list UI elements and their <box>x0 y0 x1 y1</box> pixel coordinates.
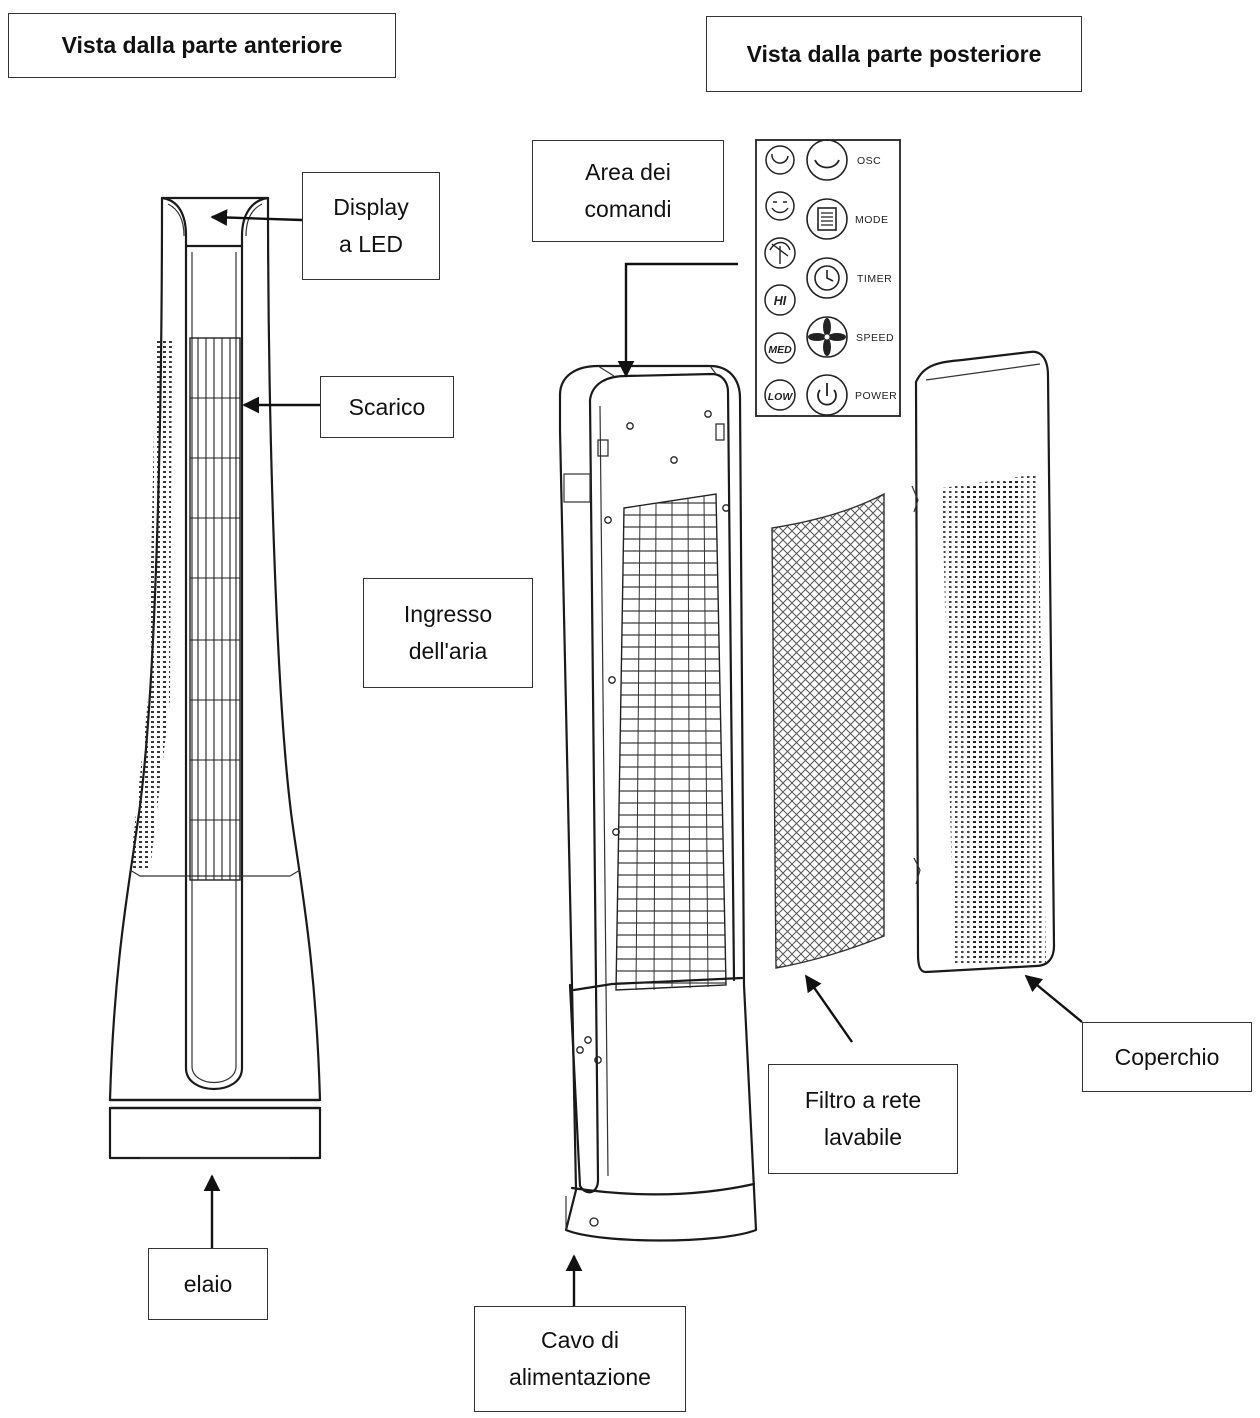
cover-panel <box>911 350 1056 974</box>
label-base: elaio <box>148 1248 268 1320</box>
front-outlet-slot <box>184 244 244 1090</box>
label-text: Area dei <box>585 159 671 186</box>
label-text: Coperchio <box>1114 1043 1220 1070</box>
ctl-label-osc: OSC <box>857 155 881 167</box>
front-fan-body <box>108 196 322 1102</box>
label-text: Cavo di <box>541 1327 619 1354</box>
label-cover: Coperchio <box>1082 1022 1252 1092</box>
sleep-mode-icon <box>765 191 795 221</box>
label-text: elaio <box>183 1270 233 1297</box>
mesh-filter <box>771 492 885 969</box>
arrow-display <box>210 209 303 226</box>
label-text: Ingresso <box>403 601 493 628</box>
label-text: Display <box>333 194 409 221</box>
power-icon <box>806 374 848 416</box>
back-fan-body <box>558 364 758 1242</box>
ctl-label-mode: MODE <box>855 214 889 226</box>
ctl-med-text: MED <box>768 344 792 356</box>
label-power-cable: Cavo di alimentazione <box>474 1306 686 1412</box>
label-outlet: Scarico <box>320 376 454 438</box>
ctl-label-power: POWER <box>855 390 897 402</box>
control-panel: OSC MODE TIMER SPEED POWER HI MED LOW <box>755 139 901 417</box>
front-base <box>108 1106 322 1160</box>
timer-icon <box>806 257 848 299</box>
natural-wind-icon <box>764 237 796 269</box>
med-button <box>764 332 796 364</box>
label-text: lavabile <box>823 1124 902 1150</box>
hi-button <box>764 284 796 316</box>
label-air-inlet: Ingresso dell'aria <box>363 578 533 688</box>
back-view-header: Vista dalla parte posteriore <box>706 16 1082 92</box>
front-view-header: Vista dalla parte anteriore <box>8 13 396 78</box>
mode-icon <box>806 198 848 240</box>
ctl-label-speed: SPEED <box>856 332 894 344</box>
label-text: dell'aria <box>408 638 488 664</box>
front-fan <box>108 196 322 1160</box>
label-text: Scarico <box>348 393 426 420</box>
oscillate-icon <box>806 139 848 181</box>
label-washable-filter: Filtro a rete lavabile <box>768 1064 958 1174</box>
back-view-title: Vista dalla parte posteriore <box>746 40 1042 67</box>
label-led-display: Display a LED <box>302 172 440 280</box>
ctl-hi-text: HI <box>774 294 787 308</box>
label-control-area: Area dei comandi <box>532 140 724 242</box>
arrow-filter <box>805 974 853 1043</box>
back-fan <box>558 364 758 1242</box>
front-view-title: Vista dalla parte anteriore <box>61 32 343 59</box>
arrow-cover <box>1024 974 1083 1023</box>
fan-icon <box>806 316 848 358</box>
ctl-low-text: LOW <box>768 391 794 403</box>
label-text: comandi <box>584 196 672 222</box>
arrow-controls <box>617 262 738 378</box>
swing-icon <box>765 145 795 175</box>
leader-arrows <box>203 209 1083 1306</box>
ctl-label-timer: TIMER <box>857 273 892 285</box>
label-text: a LED <box>339 231 403 257</box>
label-text: alimentazione <box>509 1364 651 1390</box>
label-text: Filtro a rete <box>804 1087 922 1114</box>
low-button <box>764 379 796 411</box>
